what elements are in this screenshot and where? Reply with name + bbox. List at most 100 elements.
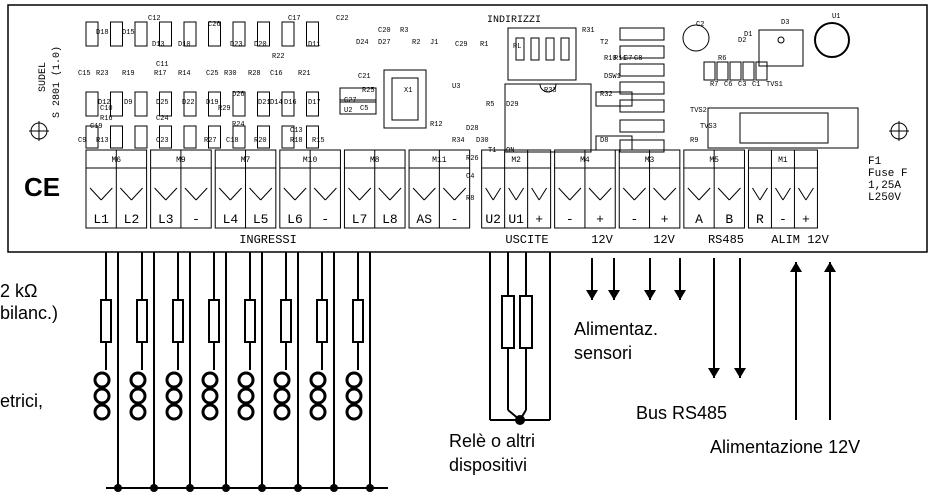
terminal-screw bbox=[569, 187, 582, 201]
terminal-screw bbox=[154, 187, 167, 201]
component-label: C1 bbox=[752, 81, 760, 89]
terminal-screw bbox=[717, 187, 730, 201]
component-label: R28 bbox=[248, 70, 261, 78]
component-label: C13 bbox=[290, 127, 303, 135]
detector-contact bbox=[345, 371, 363, 389]
detector-contact bbox=[237, 371, 255, 389]
terminal-screw bbox=[759, 187, 768, 201]
component-label: C11 bbox=[156, 61, 169, 69]
component-label: X1 bbox=[404, 87, 412, 95]
balancing-resistor bbox=[244, 299, 256, 343]
terminal-pin-label: L1 bbox=[93, 212, 109, 227]
balancing-resistor bbox=[100, 299, 112, 343]
terminal-pin-label: - bbox=[192, 212, 200, 227]
detector-contact bbox=[129, 371, 147, 389]
terminal-screw bbox=[165, 187, 178, 201]
terminal-screw bbox=[485, 187, 494, 201]
capacitor-body bbox=[208, 125, 221, 149]
detector-contact bbox=[273, 387, 291, 405]
label-inputs: INGRESSI bbox=[239, 233, 297, 247]
arrow-down bbox=[644, 290, 656, 300]
capacitor-body bbox=[703, 61, 716, 81]
caption-resistor-1: 2 kΩ bbox=[0, 281, 38, 301]
relay-load bbox=[519, 295, 533, 349]
component-label: C20 bbox=[378, 27, 391, 35]
diode-body bbox=[85, 21, 99, 47]
component-label: C4 bbox=[466, 173, 474, 181]
resistor-body bbox=[339, 99, 377, 115]
resistor-body bbox=[595, 91, 633, 107]
capacitor-c4 bbox=[682, 24, 710, 52]
component-label: R2 bbox=[412, 39, 420, 47]
arrow-down bbox=[586, 290, 598, 300]
terminal-screw bbox=[634, 187, 646, 201]
balancing-resistor bbox=[172, 299, 184, 343]
terminal-pin-label: + bbox=[661, 212, 669, 227]
terminal-id: M2 bbox=[511, 156, 521, 165]
terminal-screw bbox=[184, 187, 197, 201]
detector-contact bbox=[309, 403, 327, 421]
terminal-pin-label: R bbox=[756, 212, 764, 227]
component-label: U1 bbox=[832, 13, 840, 21]
terminal-screw bbox=[454, 187, 467, 201]
terminal-pin-label: L2 bbox=[124, 212, 140, 227]
terminal-screw bbox=[283, 187, 296, 201]
component-label: D19 bbox=[206, 99, 219, 107]
diode-body bbox=[85, 91, 99, 117]
resistor-body bbox=[339, 87, 377, 103]
detector-contact bbox=[201, 371, 219, 389]
diode-body bbox=[208, 91, 221, 117]
caption-sensors-1: Alimentaz. bbox=[574, 319, 659, 339]
component-label: D25 bbox=[156, 99, 169, 107]
component-label: R31 bbox=[582, 27, 595, 35]
diode-body bbox=[281, 21, 295, 47]
terminal-pin-label: L3 bbox=[158, 212, 174, 227]
arrow-down bbox=[674, 290, 686, 300]
terminal-screw bbox=[599, 187, 612, 201]
terminal-block-m2 bbox=[481, 149, 552, 229]
detector-contact bbox=[201, 403, 219, 421]
detector-contact bbox=[201, 387, 219, 405]
terminal-screw bbox=[423, 187, 436, 201]
terminal-screw bbox=[324, 187, 337, 201]
balancing-resistor bbox=[352, 299, 364, 343]
component-label: R12 bbox=[430, 121, 443, 129]
terminal-pin-label: - bbox=[779, 212, 787, 227]
component-label: D22 bbox=[182, 99, 195, 107]
capacitor-body bbox=[183, 125, 197, 149]
component-label: C23 bbox=[156, 137, 169, 145]
caption-resistor-2: bilanc.) bbox=[0, 303, 59, 323]
terminal-screw bbox=[687, 187, 700, 201]
svg-text:F1: F1 bbox=[868, 156, 882, 168]
component-label: U2 bbox=[344, 107, 352, 115]
arrow-down bbox=[608, 290, 620, 300]
external-wiring bbox=[93, 252, 836, 492]
component-label: C29 bbox=[455, 41, 468, 49]
component-label: R3 bbox=[400, 27, 408, 35]
component-label: C5 bbox=[360, 105, 368, 113]
terminal-screw bbox=[313, 187, 326, 201]
detector-contact bbox=[237, 387, 255, 405]
component-label: D28 bbox=[466, 125, 479, 133]
component-label: C21 bbox=[358, 73, 371, 81]
detector-contact bbox=[165, 371, 183, 389]
capacitor-body bbox=[716, 61, 729, 81]
resistor-body bbox=[619, 119, 665, 133]
component-label: D20 bbox=[254, 41, 267, 49]
detector-contact bbox=[165, 387, 183, 405]
component-label: R14 bbox=[178, 70, 191, 78]
terminal-screw bbox=[588, 187, 601, 201]
terminal-pin-label: + bbox=[596, 212, 604, 227]
detector-contact bbox=[273, 371, 291, 389]
diode-body bbox=[306, 21, 319, 47]
component-label: R9 bbox=[690, 137, 698, 145]
terminal-pin-label: - bbox=[630, 212, 638, 227]
component-label: D9 bbox=[124, 99, 132, 107]
mounting-hole-left bbox=[29, 121, 49, 141]
terminal-pin-label: B bbox=[725, 212, 733, 227]
component-label: T1 bbox=[488, 147, 496, 155]
terminal-pin-label: L7 bbox=[352, 212, 368, 227]
diode-body bbox=[110, 21, 123, 47]
board-model-line2: S 2801 (1.0) bbox=[51, 46, 63, 118]
